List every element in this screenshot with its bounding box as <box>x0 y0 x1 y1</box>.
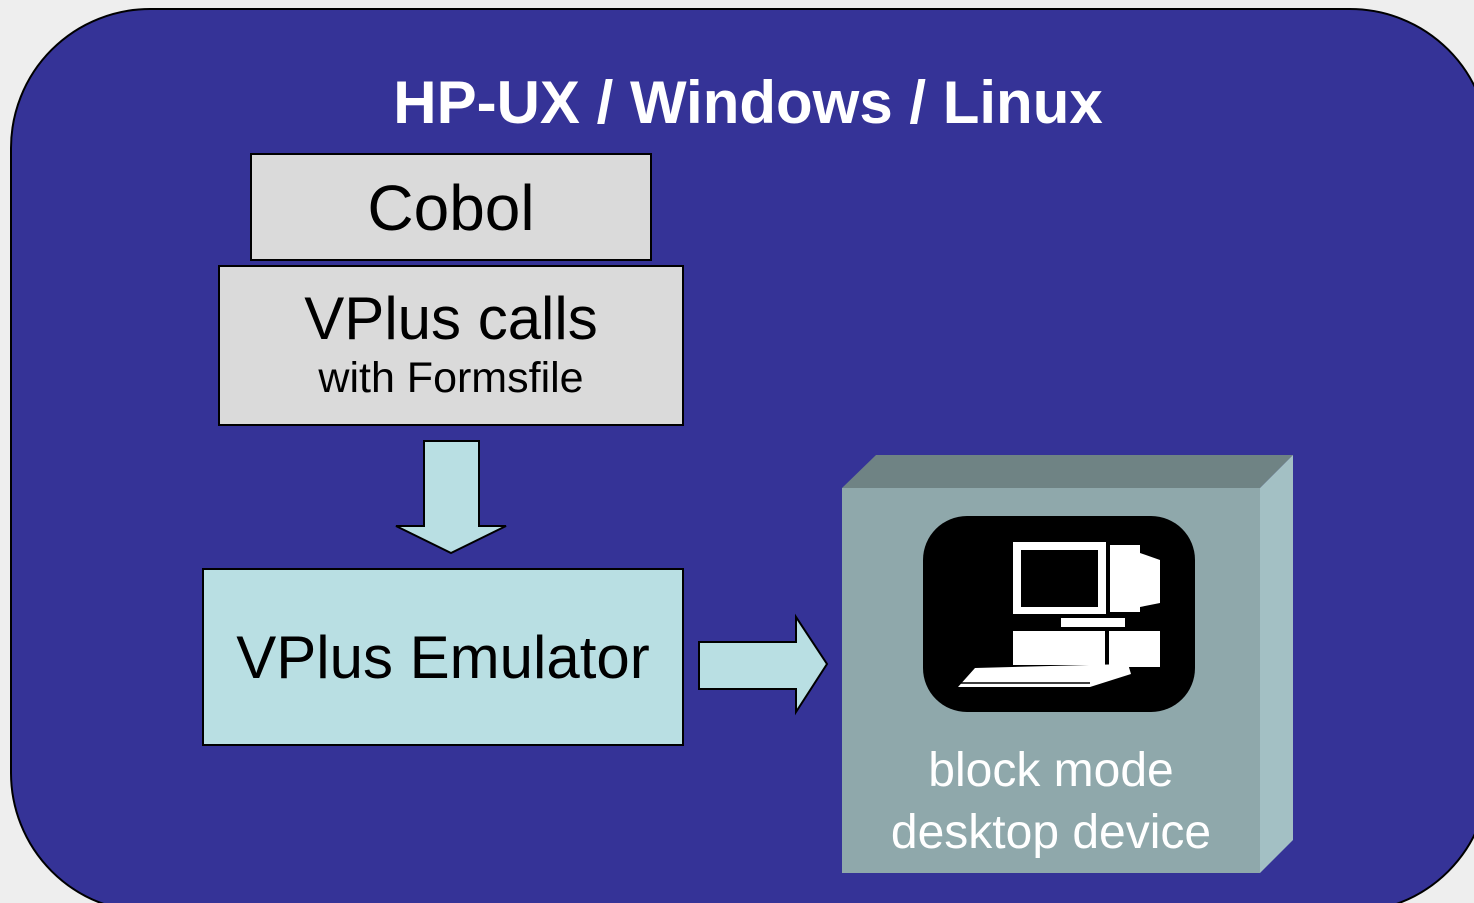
cobol-box: Cobol <box>250 153 652 261</box>
device-block-side <box>1260 455 1293 873</box>
device-block-top <box>842 455 1293 488</box>
right-arrow <box>698 613 829 716</box>
vplus-calls-box: VPlus calls with Formsfile <box>218 265 684 426</box>
device-label-line1: block mode <box>928 744 1174 797</box>
device-label: block mode desktop device <box>842 740 1260 864</box>
down-arrow <box>395 440 507 555</box>
device-label-line2: desktop device <box>890 806 1212 859</box>
platform-title: HP-UX / Windows / Linux <box>393 69 1103 136</box>
desktop-computer-icon <box>923 516 1195 712</box>
formsfile-label: with Formsfile <box>318 354 584 402</box>
vplus-emulator-box: VPlus Emulator <box>202 568 684 746</box>
vplus-calls-label: VPlus calls <box>304 285 598 352</box>
